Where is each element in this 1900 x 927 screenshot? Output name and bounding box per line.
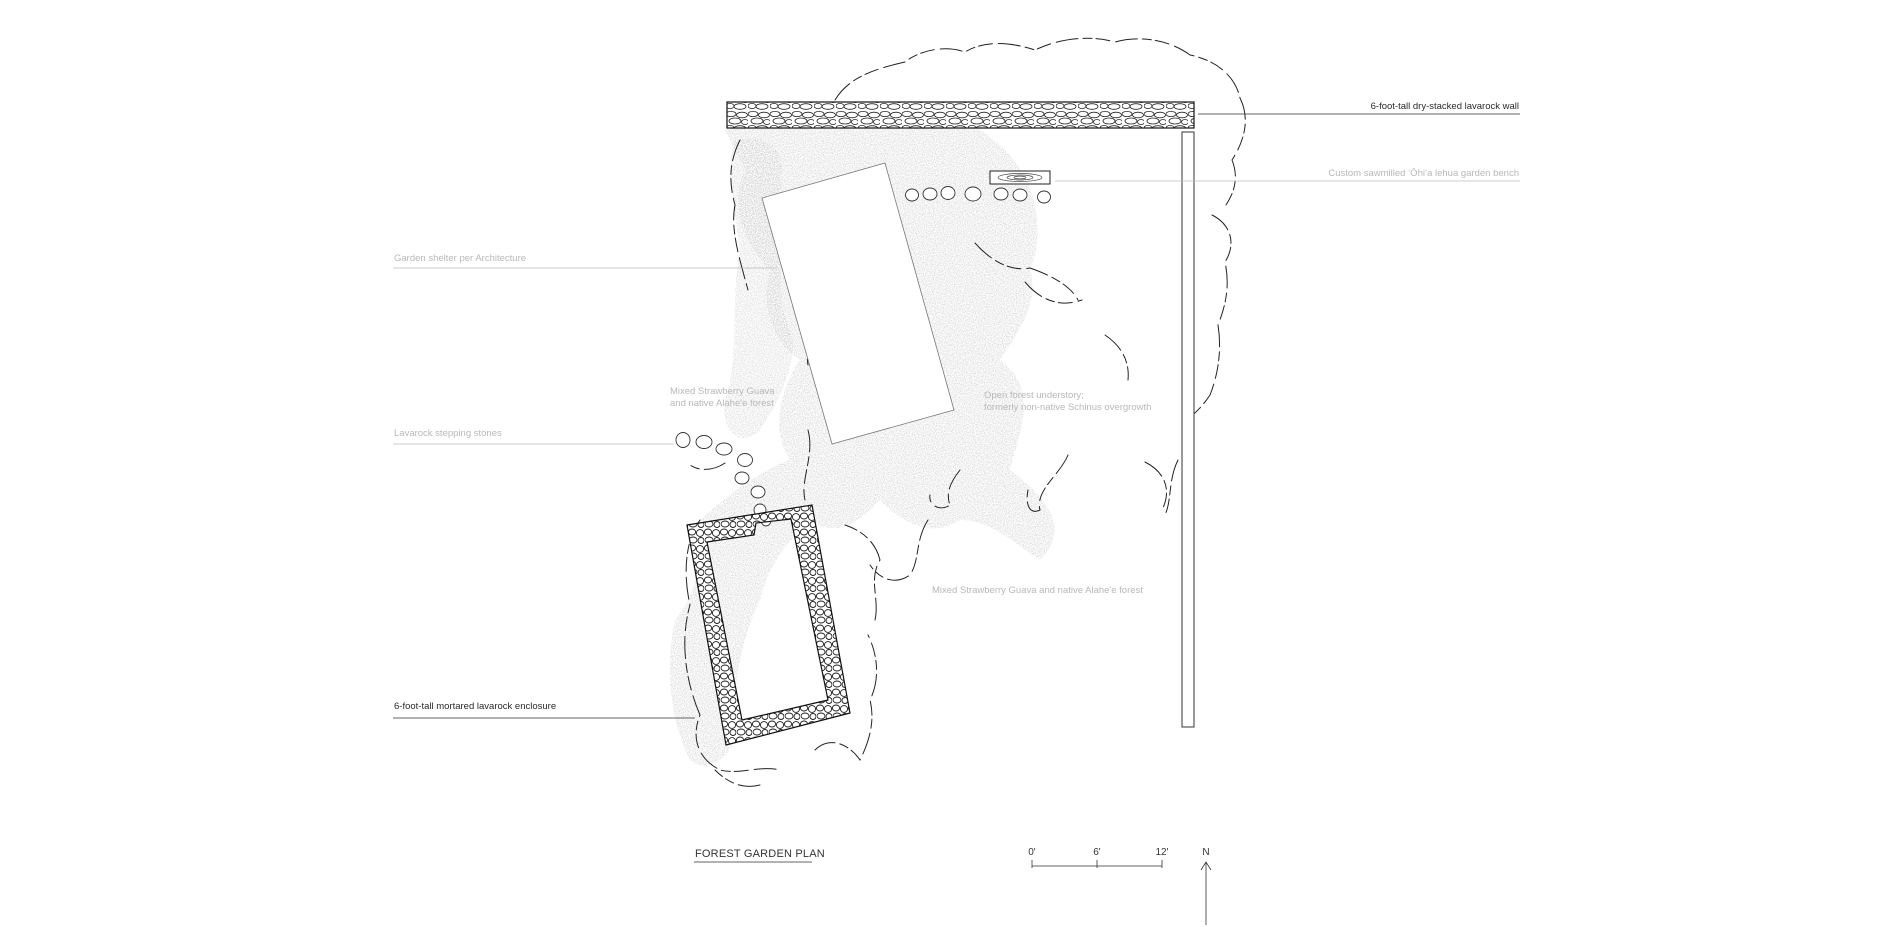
understory-label-line2: formerly non-native Schinus overgrowth — [984, 402, 1151, 413]
scale-tick-0: 0' — [1028, 847, 1036, 858]
callout-leader-lines — [393, 113, 1520, 719]
mortared-lavarock-enclosure — [686, 504, 851, 746]
dry-stacked-lavarock-wall — [726, 101, 1195, 129]
enclosure-callout: 6-foot-tall mortared lavarock enclosure — [394, 701, 556, 712]
mixed-forest-lower-label: Mixed Strawberry Guava and native Alahe'… — [932, 585, 1143, 596]
stepping-stones-upper — [905, 186, 1051, 204]
garden-shelter-outline — [761, 162, 955, 445]
vegetation-outlines — [684, 37, 1246, 787]
wall-callout: 6-foot-tall dry-stacked lavarock wall — [1371, 101, 1519, 112]
bench-callout: Custom sawmilled ʻŌhiʻa lehua garden ben… — [1328, 168, 1519, 179]
understory-label-line1: Open forest understory; — [984, 390, 1084, 401]
scale-bar — [1031, 860, 1163, 868]
shelter-callout: Garden shelter per Architecture — [394, 253, 526, 264]
stepping-stones-callout: Lavarock stepping stones — [394, 428, 502, 439]
drawing-title: FOREST GARDEN PLAN — [695, 848, 825, 860]
scale-tick-12: 12' — [1155, 847, 1168, 858]
mixed-forest-upper-label-line1: Mixed Strawberry Guava — [670, 386, 775, 397]
scale-tick-6: 6' — [1093, 847, 1101, 858]
ohia-garden-bench — [989, 170, 1051, 185]
north-arrow-icon — [1200, 861, 1212, 925]
east-boundary-wall — [1181, 131, 1195, 728]
mixed-forest-upper-label-line2: and native Alahe'e forest — [670, 398, 774, 409]
north-label: N — [1202, 847, 1209, 858]
